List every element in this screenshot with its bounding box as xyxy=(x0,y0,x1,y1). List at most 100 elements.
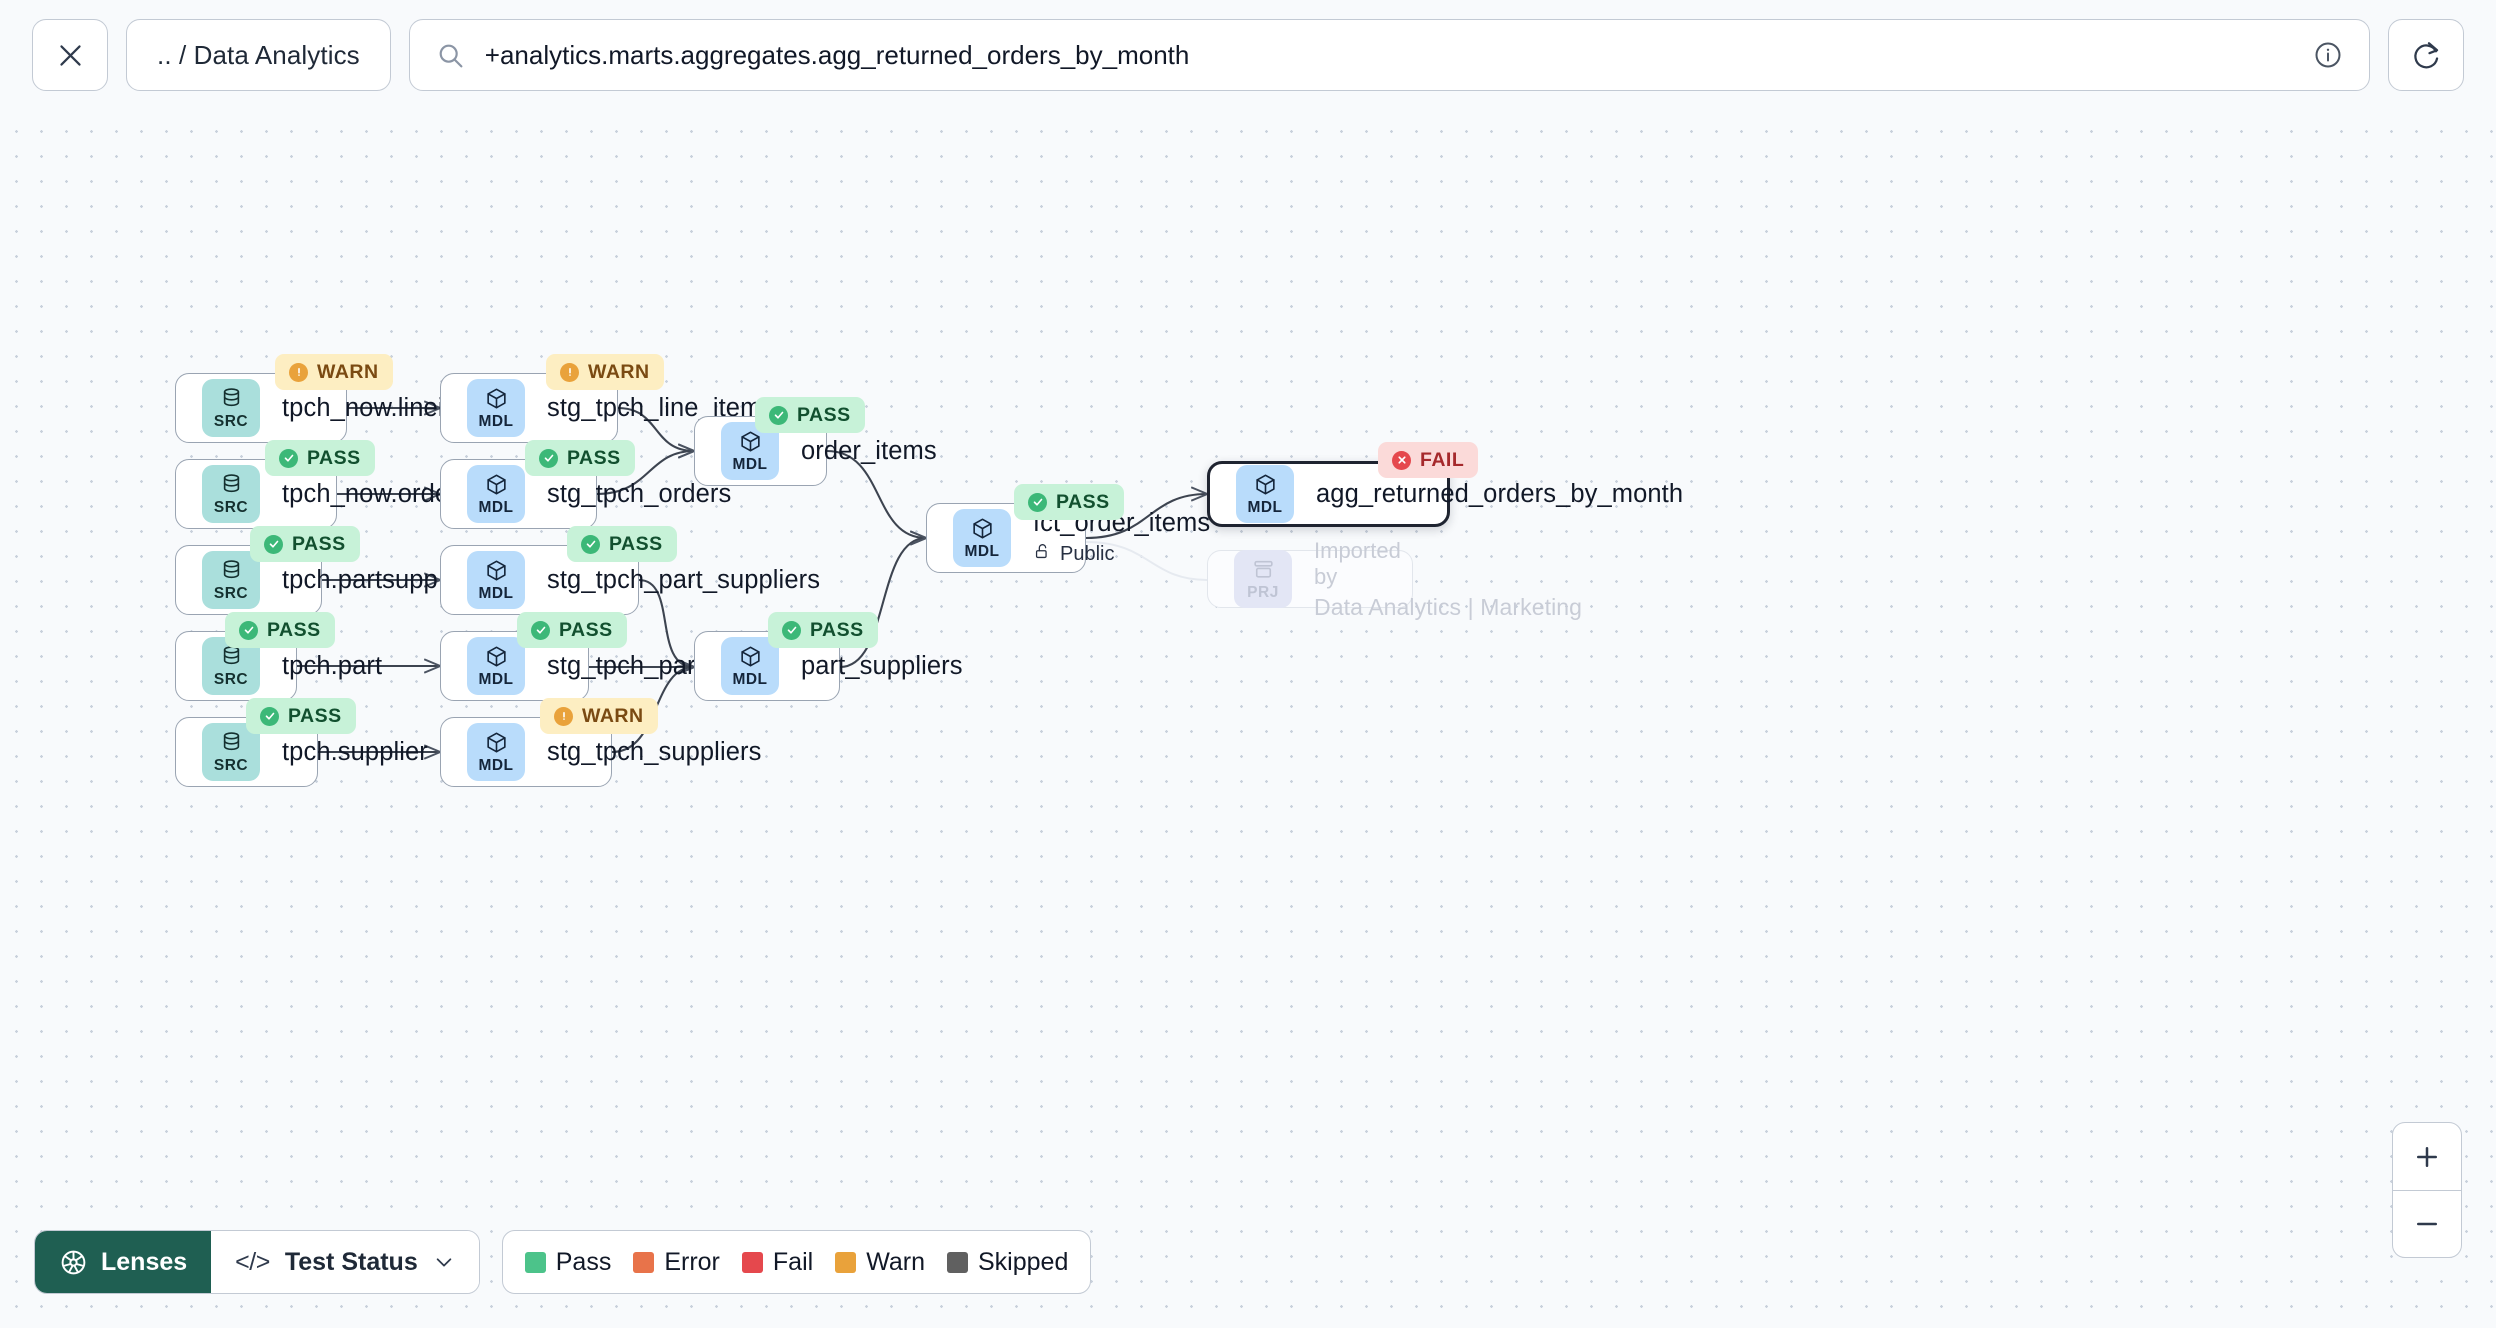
status-badge-label: PASS xyxy=(609,532,663,555)
node-top-label: Imported by xyxy=(1314,537,1401,589)
status-badge-fct_order_items: PASS xyxy=(1014,484,1124,520)
status-badge-order_items: PASS xyxy=(755,397,865,433)
status-badge-label: PASS xyxy=(307,446,361,469)
status-badge-label: WARN xyxy=(582,704,644,727)
status-badge-label: WARN xyxy=(317,360,379,383)
refresh-button[interactable] xyxy=(2388,19,2464,91)
test-status-dropdown[interactable]: </> Test Status xyxy=(211,1231,479,1293)
node-body: tpch_now.orders xyxy=(282,480,471,509)
legend-item-skipped[interactable]: Skipped xyxy=(947,1248,1068,1277)
breadcrumb[interactable]: .. / Data Analytics xyxy=(126,19,391,91)
pass-status-icon xyxy=(539,448,558,468)
status-badge-label: PASS xyxy=(567,446,621,469)
node-label: stg_tpch_orders xyxy=(547,479,732,508)
zoom-out-button[interactable] xyxy=(2393,1190,2461,1257)
legend-swatch-error xyxy=(633,1251,655,1273)
chevron-down-icon xyxy=(433,1251,455,1273)
node-label: tpch_now.lineitem xyxy=(282,393,487,422)
legend-label: Fail xyxy=(772,1247,814,1276)
status-badge-stg_tpch_suppliers: WARN xyxy=(540,698,658,734)
legend-item-warn[interactable]: Warn xyxy=(835,1248,925,1277)
legend-swatch-warn xyxy=(835,1251,857,1273)
node-label: Data Analytics | Marketing xyxy=(1314,593,1583,620)
edge-orderitems-fct xyxy=(826,449,926,538)
node-label: part_suppliers xyxy=(801,651,963,680)
node-label: stg_tpch_line_items xyxy=(547,393,775,422)
graph-node-stg_tpch_part_suppliers[interactable]: MDL stg_tpch_part_suppliers xyxy=(440,545,821,615)
lenses-button[interactable]: Lenses xyxy=(35,1231,212,1293)
node-label: agg_returned_orders_by_month xyxy=(1316,479,1684,508)
graph-node-tpch_now_lineitem[interactable]: SRC tpch_now.lineitem xyxy=(175,373,487,443)
node-visibility-label: Public xyxy=(1060,543,1115,565)
status-badge-label: PASS xyxy=(810,618,864,641)
pass-status-icon xyxy=(1028,492,1047,512)
node-label: stg_tpch_suppliers xyxy=(547,737,762,766)
mdl-type-icon: MDL xyxy=(467,465,525,523)
node-label: stg_tpch_part_suppliers xyxy=(547,565,821,594)
status-badge-tpch_partsupp: PASS xyxy=(250,526,360,562)
node-body: part_suppliers xyxy=(801,651,963,681)
lock-icon xyxy=(1033,542,1052,567)
pass-status-icon xyxy=(239,620,258,640)
node-body: stg_tpch_parts xyxy=(547,651,716,681)
src-type-icon: SRC xyxy=(202,551,260,609)
status-badge-tpch_now_orders: PASS xyxy=(265,440,375,476)
mdl-type-icon: MDL xyxy=(467,551,525,609)
test-status-label: Test Status xyxy=(284,1247,418,1276)
legend-label: Warn xyxy=(866,1247,925,1276)
plus-icon xyxy=(2417,1146,2437,1167)
close-button[interactable] xyxy=(32,19,108,91)
warn-status-icon xyxy=(554,706,573,726)
legend-swatch-fail xyxy=(741,1251,763,1273)
zoom-in-button[interactable] xyxy=(2393,1123,2461,1190)
legend-label: Pass xyxy=(555,1247,612,1276)
node-label: tpch.partsupp xyxy=(282,565,438,594)
refresh-icon xyxy=(2414,42,2439,69)
status-badge-stg_tpch_orders: PASS xyxy=(525,440,635,476)
edge-fct-project-ghost xyxy=(1085,541,1208,581)
node-body: stg_tpch_part_suppliers xyxy=(547,565,821,595)
legend-item-pass[interactable]: Pass xyxy=(524,1247,612,1277)
search-input[interactable]: +analytics.marts.aggregates.agg_returned… xyxy=(484,39,1190,70)
legend-swatch-pass xyxy=(524,1251,546,1273)
status-badge-agg_returned_orders_by_month: FAIL xyxy=(1378,442,1479,478)
node-body: Imported by Data Analytics | Marketing xyxy=(1314,537,1583,621)
status-badge-label: PASS xyxy=(1056,490,1110,513)
search-bar[interactable]: +analytics.marts.aggregates.agg_returned… xyxy=(408,19,2370,91)
mdl-type-icon: MDL xyxy=(467,637,525,695)
mdl-type-icon: MDL xyxy=(467,723,525,781)
edge-stgorders-orderitems xyxy=(596,451,694,496)
search-icon xyxy=(436,41,465,70)
mdl-type-icon: MDL xyxy=(721,637,779,695)
node-body: tpch_now.lineitem xyxy=(282,393,487,423)
lens-control-group: Lenses </> Test Status xyxy=(34,1230,480,1294)
graph-node-tpch_partsupp[interactable]: SRC tpch.partsupp xyxy=(175,545,438,615)
code-icon: </> xyxy=(235,1247,270,1276)
prj-type-icon: PRJ xyxy=(1234,550,1292,608)
info-icon[interactable] xyxy=(2313,40,2343,70)
legend-swatch-skipped xyxy=(947,1251,968,1273)
node-body: agg_returned_orders_by_month xyxy=(1316,479,1684,509)
mdl-type-icon: MDL xyxy=(953,509,1011,567)
node-label: stg_tpch_parts xyxy=(547,651,716,680)
status-badge-tpch_supplier: PASS xyxy=(246,698,356,734)
pass-status-icon xyxy=(531,620,550,640)
status-badge-stg_tpch_part_suppliers: PASS xyxy=(567,526,677,562)
status-badge-tpch_now_lineitem: WARN xyxy=(275,354,393,390)
status-badge-label: PASS xyxy=(559,618,613,641)
pass-status-icon xyxy=(264,534,283,554)
legend-item-error[interactable]: Error xyxy=(633,1248,720,1277)
status-badge-label: PASS xyxy=(267,618,321,641)
node-body: stg_tpch_suppliers xyxy=(547,737,762,767)
minus-icon xyxy=(2417,1222,2437,1226)
close-icon xyxy=(59,44,81,66)
pass-status-icon xyxy=(279,448,298,468)
mdl-type-icon: MDL xyxy=(1236,465,1294,523)
legend-item-fail[interactable]: Fail xyxy=(741,1247,814,1277)
graph-node-imported_by_project[interactable]: PRJ Imported by Data Analytics | Marketing xyxy=(1207,538,1582,620)
src-type-icon: SRC xyxy=(202,379,260,437)
lenses-label: Lenses xyxy=(101,1247,188,1276)
